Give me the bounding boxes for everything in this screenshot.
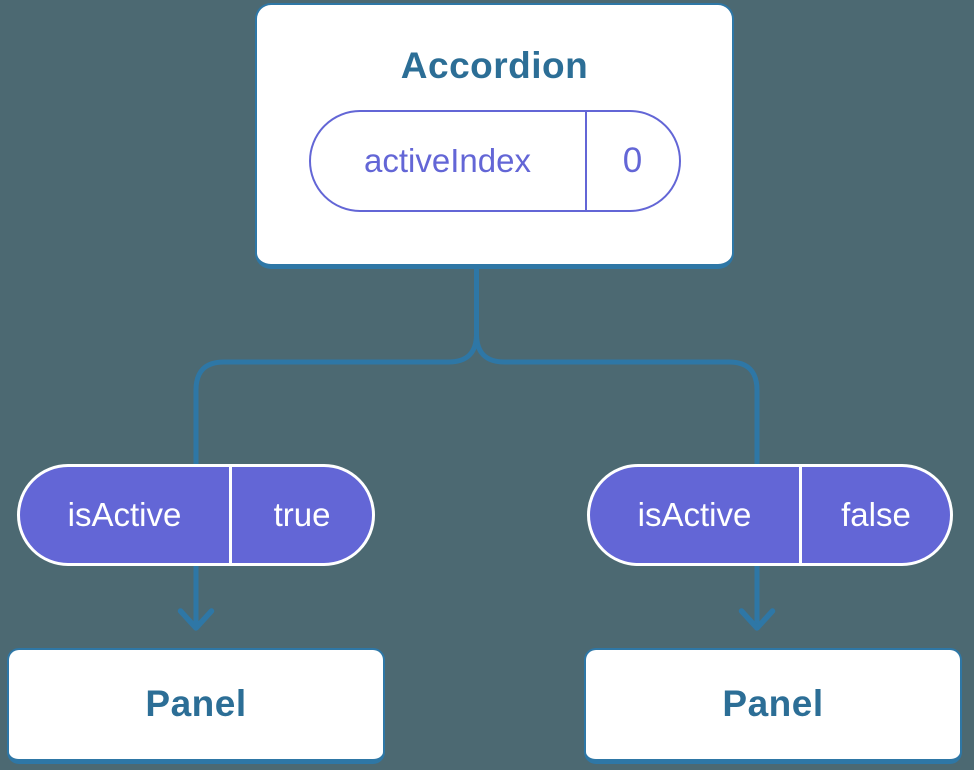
state-pill-activeindex: activeIndex 0 <box>308 109 681 212</box>
arrow-head-left-icon <box>177 608 215 631</box>
arrow-head-right-icon <box>738 608 776 631</box>
prop-value: true <box>229 467 372 563</box>
prop-name: isActive <box>637 496 752 533</box>
branch-line-left <box>193 266 479 466</box>
prop-pill-isactive-true: isActive true <box>17 464 375 566</box>
panel-node-left: Panel <box>7 648 385 764</box>
state-name: activeIndex <box>364 141 531 179</box>
panel-node-right: Panel <box>584 648 962 764</box>
prop-value: false <box>799 467 950 563</box>
panel-node-title: Panel <box>722 683 824 725</box>
prop-pill-isactive-false: isActive false <box>587 464 953 566</box>
branch-line-right <box>474 266 760 466</box>
state-value: 0 <box>584 111 679 210</box>
accordion-node: Accordion activeIndex 0 <box>255 3 734 269</box>
prop-name: isActive <box>67 496 182 533</box>
panel-node-title: Panel <box>145 683 247 725</box>
accordion-node-title: Accordion <box>400 45 589 86</box>
